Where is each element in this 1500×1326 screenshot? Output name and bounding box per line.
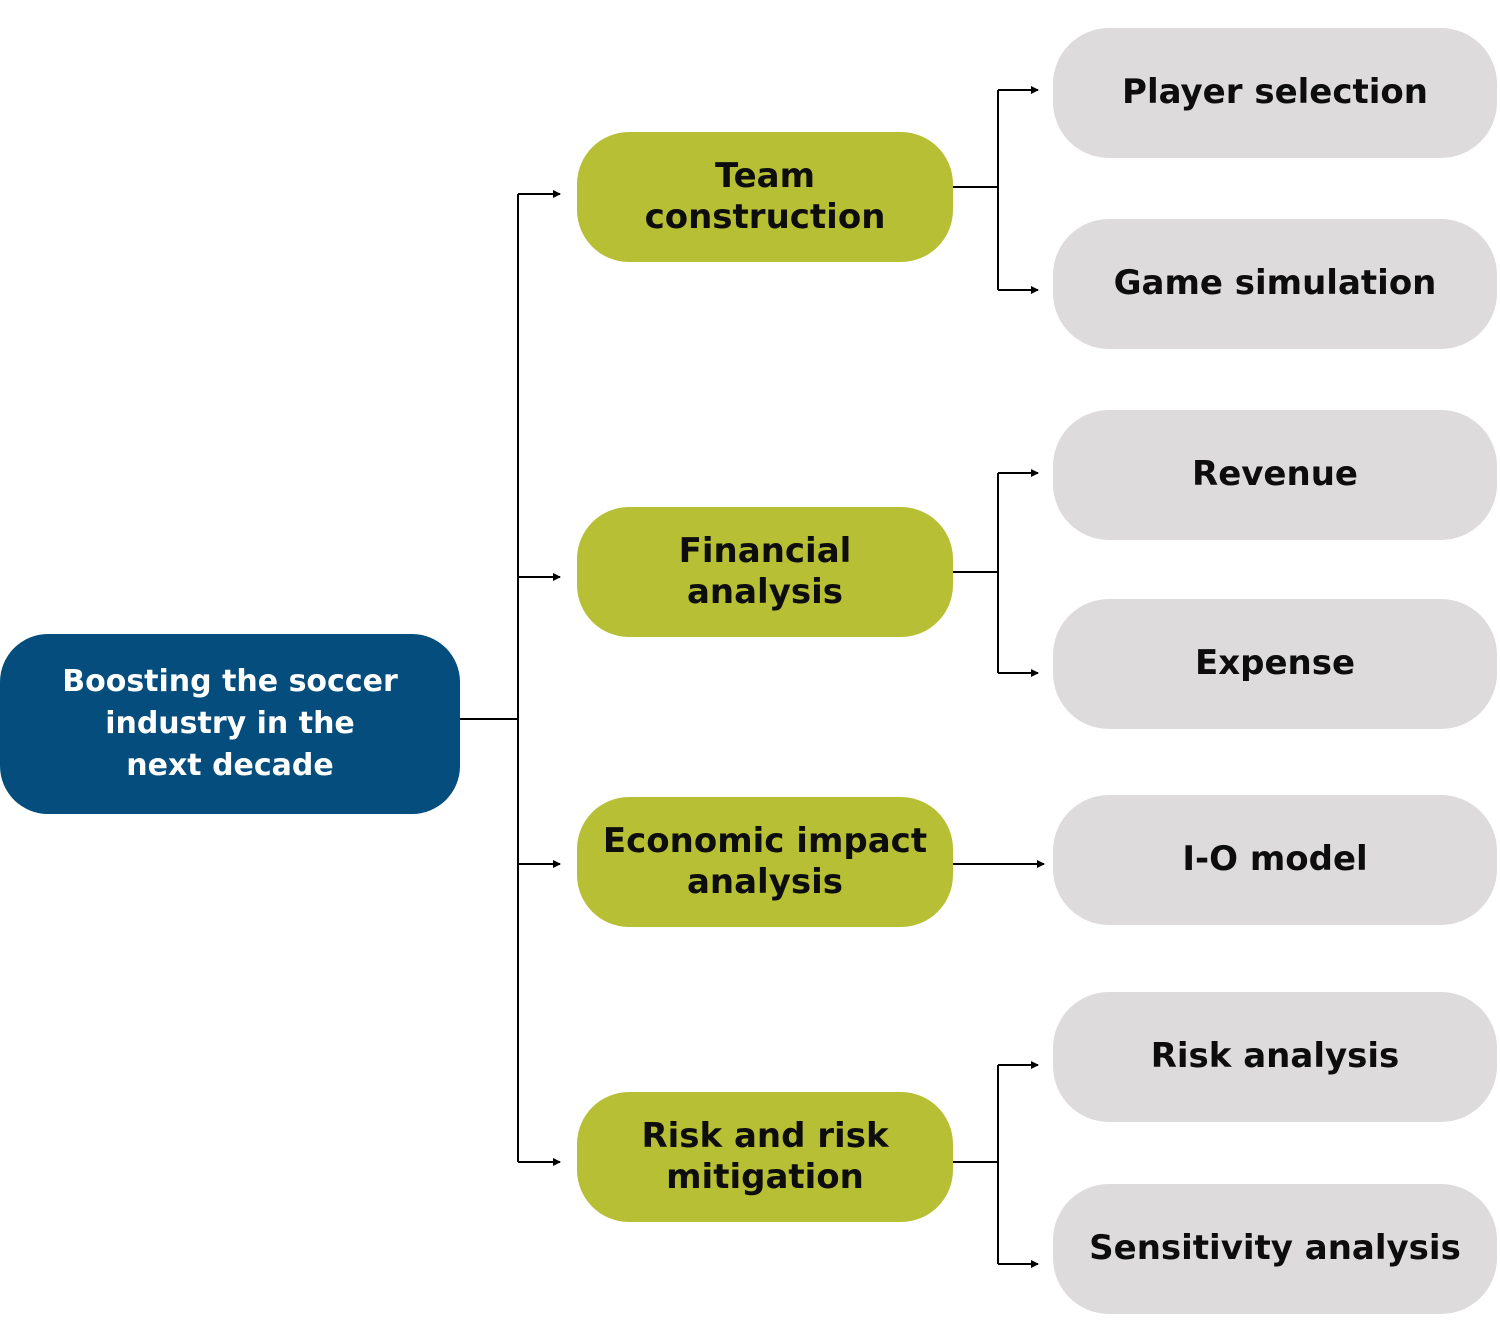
leaf-risk-analysis: Risk analysis — [1053, 992, 1497, 1122]
branch-label: Risk and risk mitigation — [641, 1115, 889, 1197]
leaf-game-simulation: Game simulation — [1053, 219, 1497, 349]
leaf-label: Sensitivity analysis — [1089, 1228, 1461, 1269]
leaf-io-model: I-O model — [1053, 795, 1497, 925]
branch-label: Team construction — [644, 155, 886, 237]
leaf-expense: Expense — [1053, 599, 1497, 729]
branch-risk-mitigation: Risk and risk mitigation — [577, 1092, 953, 1222]
leaf-label: Player selection — [1122, 72, 1428, 113]
root-topic-node: Boosting the soccer industry in the next… — [0, 634, 460, 814]
branch-label: Economic impact analysis — [602, 820, 928, 902]
leaf-player-selection: Player selection — [1053, 28, 1497, 158]
branch-label: Financial analysis — [678, 530, 852, 612]
leaf-revenue: Revenue — [1053, 410, 1497, 540]
leaf-label: Revenue — [1192, 454, 1358, 495]
branch-economic-impact-analysis: Economic impact analysis — [577, 797, 953, 927]
branch-team-construction: Team construction — [577, 132, 953, 262]
leaf-label: Expense — [1194, 643, 1356, 684]
leaf-label: Risk analysis — [1150, 1036, 1400, 1077]
leaf-label: I-O model — [1182, 839, 1368, 880]
leaf-label: Game simulation — [1113, 263, 1437, 304]
leaf-sensitivity-analysis: Sensitivity analysis — [1053, 1184, 1497, 1314]
branch-financial-analysis: Financial analysis — [577, 507, 953, 637]
root-topic-label: Boosting the soccer industry in the next… — [62, 664, 398, 783]
